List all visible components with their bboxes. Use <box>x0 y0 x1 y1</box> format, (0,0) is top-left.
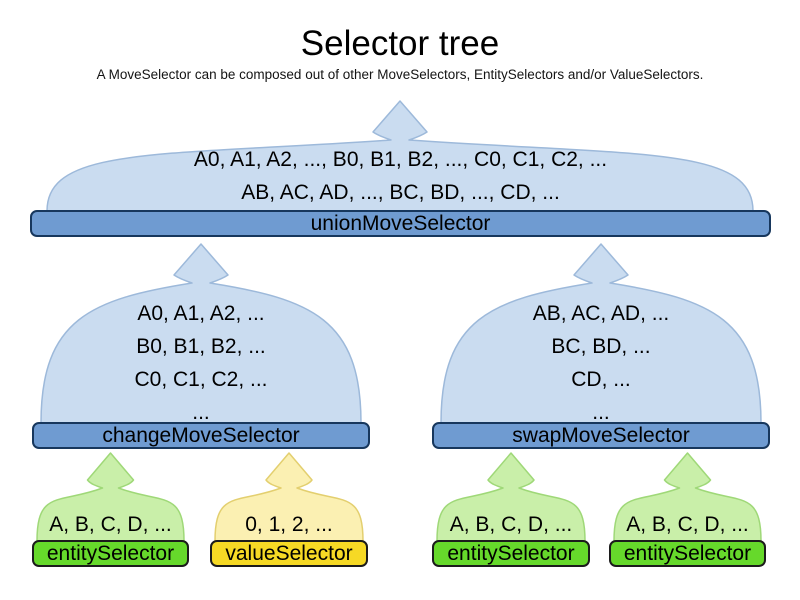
union-move-selector-cloud-arrow-up-shape <box>46 100 754 212</box>
swap-items-line-2: BC, BD, ... <box>551 335 651 358</box>
union-move-selector-items: A0, A1, A2, ..., B0, B1, B2, ..., C0, C1… <box>30 143 771 209</box>
value-items-line: 0, 1, 2, ... <box>245 513 333 536</box>
entity-selector-2-label: entitySelector <box>447 542 575 565</box>
cloud-arrow-up-path <box>436 452 586 542</box>
entity-selector-1-cloud-arrow-up-shape <box>36 452 185 542</box>
swap-move-selector-label: swapMoveSelector <box>512 424 690 447</box>
swap-move-selector-bar: swapMoveSelector <box>432 422 770 449</box>
entity-3-items-line: A, B, C, D, ... <box>626 513 749 536</box>
cloud-arrow-up-path <box>440 243 762 424</box>
union-move-selector-label: unionMoveSelector <box>310 212 491 235</box>
entity-selector-1-label: entitySelector <box>46 542 175 565</box>
cloud-arrow-up-path <box>46 100 754 212</box>
change-items-line-2: B0, B1, B2, ... <box>136 335 266 358</box>
change-items-line-3: C0, C1, C2, ... <box>134 368 268 391</box>
union-items-line-1: A0, A1, A2, ..., B0, B1, B2, ..., C0, C1… <box>193 148 608 171</box>
change-move-selector-items: A0, A1, A2, ... B0, B1, B2, ... C0, C1, … <box>32 297 370 429</box>
swap-items-line-1: AB, AC, AD, ... <box>532 302 670 325</box>
cloud-arrow-up-path <box>36 452 185 542</box>
cloud-arrow-up-path <box>40 243 362 424</box>
entity-selector-3-items: A, B, C, D, ... <box>609 511 766 539</box>
entity-selector-2-bar: entitySelector <box>432 540 590 567</box>
value-selector-label: valueSelector <box>225 542 353 565</box>
swap-items-line-4: ... <box>592 401 610 424</box>
entity-2-items-line: A, B, C, D, ... <box>449 513 573 536</box>
entity-selector-3-cloud-arrow-up-shape <box>613 452 762 542</box>
entity-selector-3-bar: entitySelector <box>609 540 766 567</box>
diagram-subtitle: A MoveSelector can be composed out of ot… <box>96 67 704 82</box>
change-move-selector-bar: changeMoveSelector <box>32 422 370 449</box>
swap-items-line-3: CD, ... <box>571 368 631 391</box>
entity-1-items-line: A, B, C, D, ... <box>49 513 172 536</box>
change-items-line-4: ... <box>192 401 210 424</box>
value-selector-items: 0, 1, 2, ... <box>210 511 368 539</box>
entity-selector-2-items: A, B, C, D, ... <box>432 511 590 539</box>
cloud-arrow-up-path <box>613 452 762 542</box>
swap-move-selector-cloud-arrow-up-shape <box>440 243 762 424</box>
diagram-title: Selector tree <box>300 24 500 63</box>
entity-selector-3-label: entitySelector <box>623 542 752 565</box>
cloud-arrow-up-path <box>214 452 364 542</box>
entity-selector-1-items: A, B, C, D, ... <box>32 511 189 539</box>
value-selector-cloud-arrow-up-shape <box>214 452 364 542</box>
union-move-selector-bar: unionMoveSelector <box>30 210 771 237</box>
union-items-line-2: AB, AC, AD, ..., BC, BD, ..., CD, ... <box>241 181 560 204</box>
entity-selector-2-cloud-arrow-up-shape <box>436 452 586 542</box>
change-move-selector-cloud-arrow-up-shape <box>40 243 362 424</box>
entity-selector-1-bar: entitySelector <box>32 540 189 567</box>
change-items-line-1: A0, A1, A2, ... <box>137 302 265 325</box>
swap-move-selector-items: AB, AC, AD, ... BC, BD, ... CD, ... ... <box>432 297 770 429</box>
value-selector-bar: valueSelector <box>210 540 368 567</box>
change-move-selector-label: changeMoveSelector <box>102 424 300 447</box>
